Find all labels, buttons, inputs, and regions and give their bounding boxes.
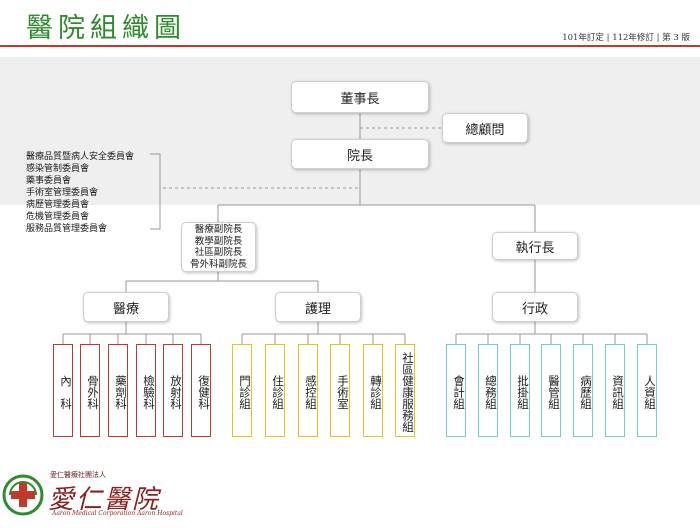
committees-bracket: [150, 153, 161, 230]
node-board: 董事長: [291, 81, 429, 113]
dept-general-affairs: 總務組: [478, 344, 498, 437]
green-red-cross-icon: [2, 474, 44, 516]
node-nursing: 護理: [275, 292, 361, 322]
revision-info: 101年訂定 | 112年修訂 | 第 3 版: [562, 33, 690, 43]
dept-information: 資訊組: [605, 344, 625, 437]
committee-list: 醫療品質暨病人安全委員會 感染管制委員會 藥事委員會 手術室管理委員會 病歷管理…: [26, 151, 134, 235]
dept-laboratory: 檢驗科: [136, 344, 156, 437]
committee-item: 手術室管理委員會: [26, 188, 99, 198]
dept-operating-room: 手術室: [330, 344, 350, 437]
dept-orthopedic-surgery: 骨外科: [80, 344, 100, 437]
node-vice-presidents: 醫療副院長 教學副院長 社區副院長 骨外科副院長: [181, 222, 256, 272]
dept-human-resources: 人資組: [637, 344, 657, 437]
node-president: 院長: [291, 139, 429, 169]
page-title: 醫院組織圖: [26, 13, 186, 44]
title-divider: [0, 45, 700, 47]
dept-infection-control: 感控組: [298, 344, 318, 437]
dept-pharmacy: 藥劑科: [108, 344, 128, 437]
dept-radiology: 放射科: [163, 344, 183, 437]
hospital-logo: 愛仁醫療社團法人 愛仁醫院 Aaron Medical Corporation …: [2, 468, 202, 523]
logo-name: 愛仁醫院: [48, 485, 161, 515]
committee-item: 服務品質管理委員會: [26, 224, 108, 234]
vp-medical: 醫療副院長: [194, 224, 243, 235]
dept-medical-management: 醫管組: [541, 344, 561, 437]
dept-referral: 轉診組: [363, 344, 383, 437]
vp-orthopedic: 骨外科副院長: [189, 258, 247, 270]
committee-item: 病歷管理委員會: [26, 200, 90, 210]
logo-english: Aaron Medical Corporation Aaron Hospital: [52, 510, 183, 517]
committee-item: 危機管理委員會: [26, 212, 90, 222]
dept-inpatient: 住診組: [265, 344, 285, 437]
dept-outpatient: 門診組: [232, 344, 252, 437]
committee-item: 感染管制委員會: [26, 164, 90, 174]
dept-community-health: 社區健康服務組: [395, 344, 415, 437]
dept-registration: 批掛組: [510, 344, 530, 437]
node-medical: 醫療: [83, 292, 169, 322]
node-advisor: 總顧問: [442, 113, 528, 143]
dept-accounting: 會計組: [446, 344, 466, 437]
dept-internal-medicine: 內 科: [53, 344, 73, 437]
node-admin: 行政: [492, 292, 578, 322]
vp-teaching: 教學副院長: [194, 235, 243, 247]
node-executive: 執行長: [492, 232, 578, 260]
logo-org-line: 愛仁醫療社團法人: [50, 471, 106, 479]
dept-medical-records: 病歷組: [573, 344, 593, 437]
committee-item: 藥事委員會: [26, 176, 72, 186]
vp-community: 社區副院長: [194, 247, 243, 258]
committee-item: 醫療品質暨病人安全委員會: [26, 152, 135, 162]
dept-rehabilitation: 復健科: [191, 344, 211, 437]
